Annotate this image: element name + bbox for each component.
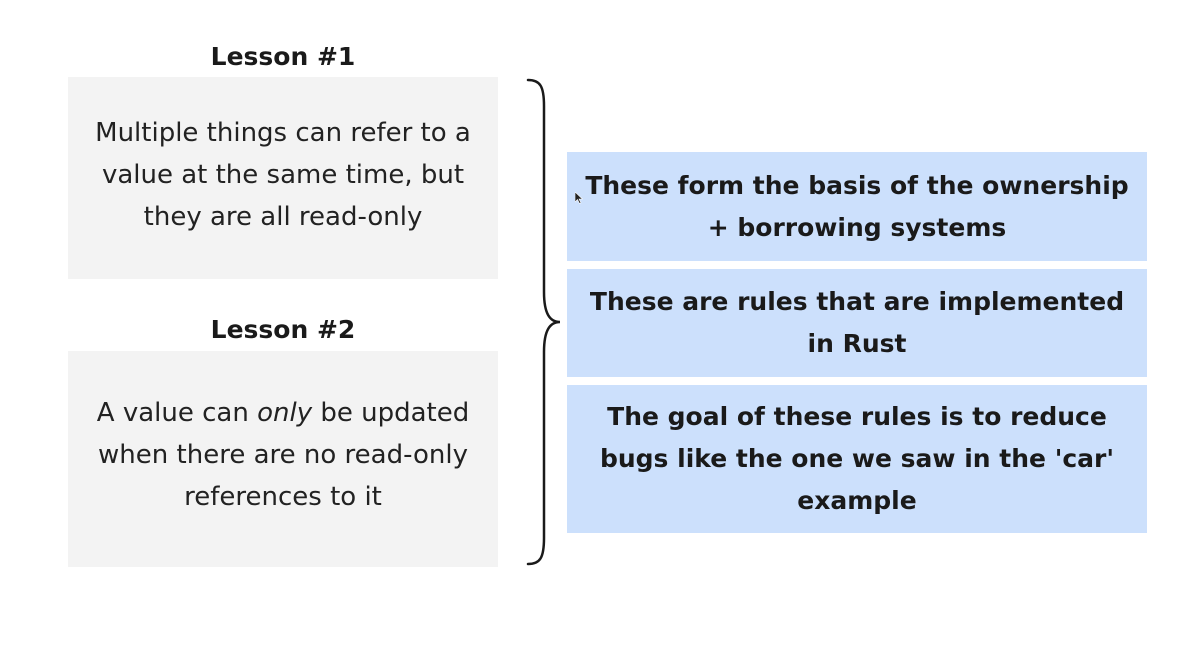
mouse-cursor-icon <box>575 192 583 204</box>
lesson-1-text: Multiple things can refer to a value at … <box>78 112 488 238</box>
lesson-2-text-rest: be updated when there are no read-only r… <box>98 398 470 512</box>
lesson-2-text-part: A value can <box>96 398 258 428</box>
rule-box-1: These form the basis of the ownership + … <box>567 152 1147 261</box>
lesson-1-text-part: Multiple things can refer to a value at … <box>95 118 471 232</box>
lesson-1-box: Multiple things can refer to a value at … <box>68 77 498 279</box>
rule-box-2: These are rules that are implemented in … <box>567 269 1147 377</box>
lesson-2-emphasis: only <box>257 398 313 428</box>
lesson-2-box: A value can only be updated when there a… <box>68 351 498 567</box>
rule-3-text: The goal of these rules is to reduce bug… <box>599 402 1115 515</box>
rule-box-3: The goal of these rules is to reduce bug… <box>567 385 1147 533</box>
curly-brace-icon <box>526 78 561 566</box>
lesson-1-title: Lesson #1 <box>210 42 356 71</box>
lesson-2-title: Lesson #2 <box>210 315 356 344</box>
rule-2-text: These are rules that are implemented in … <box>589 287 1125 358</box>
lesson-2-text: A value can only be updated when there a… <box>78 392 488 518</box>
rule-1-text: These form the basis of the ownership + … <box>585 170 1129 242</box>
